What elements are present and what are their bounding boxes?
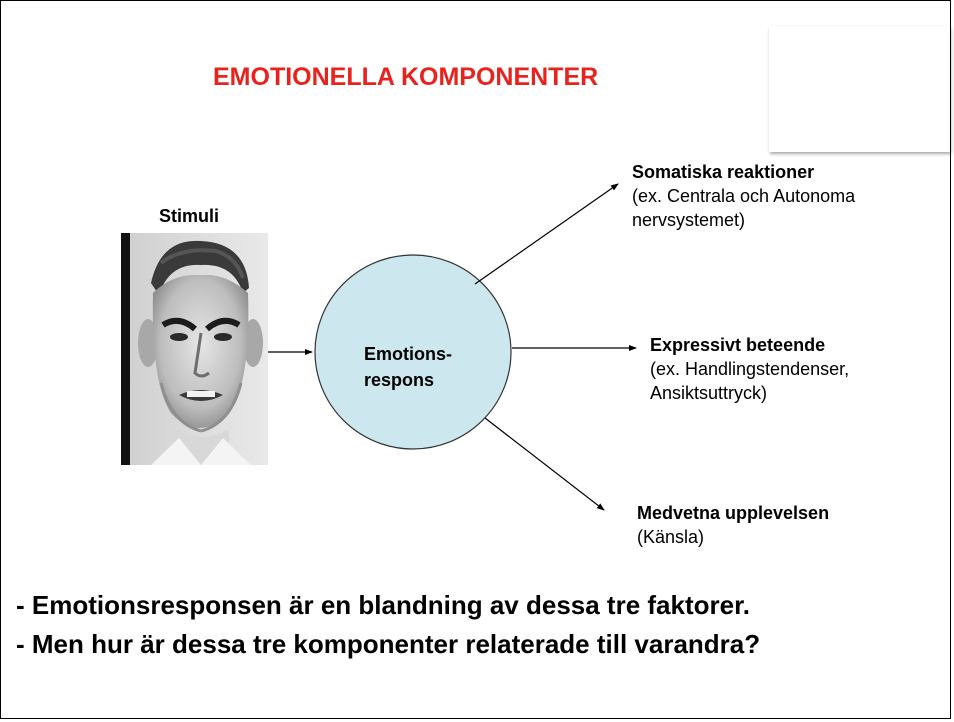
somatic-line2: nervsystemet)	[632, 210, 746, 230]
slide-title: EMOTIONELLA KOMPONENTER	[213, 63, 599, 91]
conclusion-line-1: - Emotionsresponsen är en blandning av d…	[16, 590, 750, 620]
emotion-response-label: Emotions- respons	[364, 341, 452, 393]
emotion-response-line2: respons	[364, 370, 435, 390]
somatic-line1: (ex. Centrala och Autonoma	[632, 186, 856, 206]
emotion-response-ellipse	[314, 254, 512, 450]
arrow-to-somatic	[474, 183, 619, 285]
expressive-line1: (ex. Handlingstendenser,	[650, 359, 850, 379]
conclusion-line-2: - Men hur är dessa tre komponenter relat…	[16, 629, 761, 659]
somatic-reactions: Somatiska reaktioner (ex. Centrala och A…	[632, 160, 855, 232]
expressive-line2: Ansiktsuttryck)	[650, 383, 768, 403]
somatic-heading: Somatiska reaktioner	[632, 162, 815, 182]
stimuli-label: Stimuli	[159, 206, 220, 226]
blank-card	[769, 26, 950, 152]
expressive-behavior: Expressivt beteende (ex. Handlingstenden…	[650, 333, 849, 405]
expressive-heading: Expressivt beteende	[650, 335, 826, 355]
emotion-response-line1: Emotions-	[364, 344, 452, 364]
conscious-line1: (Känsla)	[637, 527, 705, 547]
face-photo-icon	[121, 233, 268, 465]
conscious-heading: Medvetna upplevelsen	[637, 503, 830, 523]
arrow-to-conscious	[484, 417, 605, 511]
conscious-experience: Medvetna upplevelsen (Känsla)	[637, 501, 829, 549]
